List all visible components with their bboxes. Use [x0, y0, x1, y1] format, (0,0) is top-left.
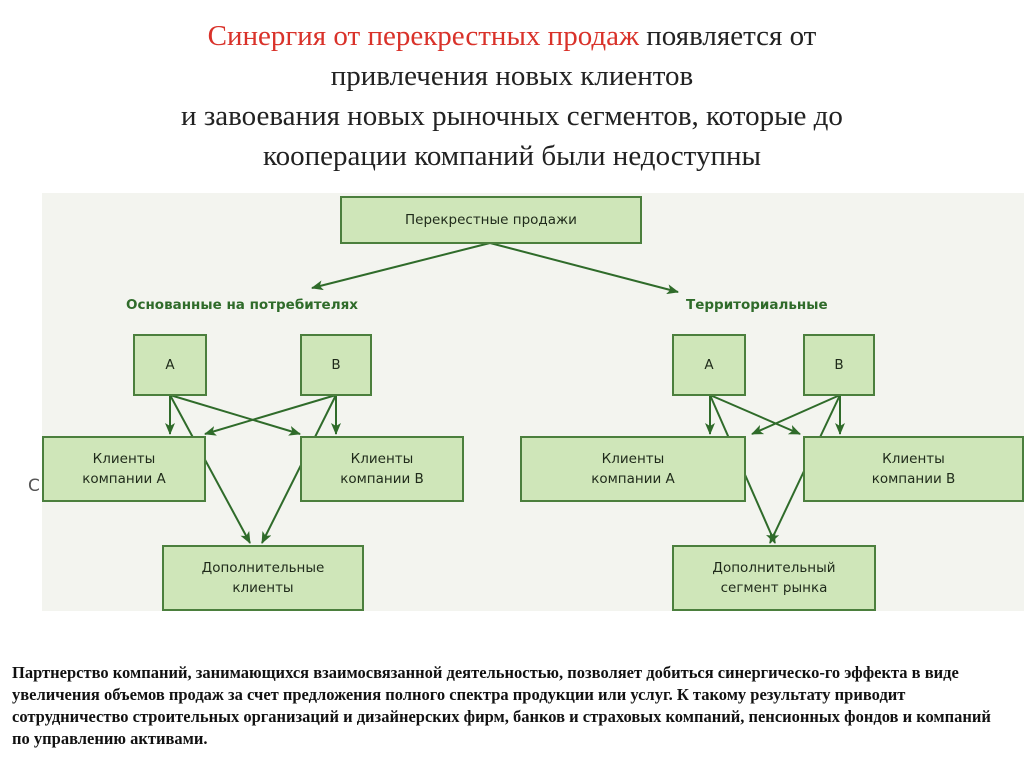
- left-clients-b: Клиенты компании В: [300, 436, 464, 502]
- arrow-left-a-to-clients-b: [169, 394, 301, 436]
- stray-glyph: C: [28, 476, 40, 496]
- arrow-root-to-territorial: [489, 242, 679, 295]
- arrow-left-b-to-result: [261, 394, 337, 544]
- title-line4: кооперации компаний были недоступны: [263, 140, 761, 172]
- arrow-right-b-to-clients-a: [751, 394, 841, 435]
- left-branch-label: Основанные на потребителях: [126, 297, 358, 313]
- caption-paragraph: Партнерство компаний, занимающихся взаим…: [12, 663, 991, 748]
- left-clients-a: Клиенты компании А: [42, 436, 206, 502]
- right-clients-a: Клиенты компании А: [520, 436, 746, 502]
- root-node: Перекрестные продажи: [340, 196, 642, 244]
- title-highlight: Синергия от перекрестных продаж: [207, 20, 640, 52]
- diagram-panel: [42, 193, 1024, 611]
- left-result: Дополнительные клиенты: [162, 545, 364, 611]
- title-line2: привлечения новых клиентов: [330, 60, 694, 92]
- left-company-a: А: [133, 334, 207, 396]
- right-branch-label: Территориальные: [686, 297, 828, 313]
- arrow-right-a-to-clients-b: [709, 394, 801, 435]
- right-result: Дополнительный сегмент рынка: [672, 545, 876, 611]
- right-company-b: В: [803, 334, 875, 396]
- left-company-b: В: [300, 334, 372, 396]
- arrow-left-b-to-clients-a: [204, 394, 337, 436]
- arrow-root-to-consumer: [311, 242, 491, 291]
- title-line3: и завоевания новых рыночных сегментов, к…: [181, 100, 843, 132]
- arrow-left-a-to-result: [169, 394, 251, 544]
- right-company-a: А: [672, 334, 746, 396]
- slide-title: Синергия от перекрестных продаж появляет…: [60, 16, 964, 176]
- right-clients-b: Клиенты компании В: [803, 436, 1024, 502]
- title-line1-rest: появляется от: [639, 20, 817, 52]
